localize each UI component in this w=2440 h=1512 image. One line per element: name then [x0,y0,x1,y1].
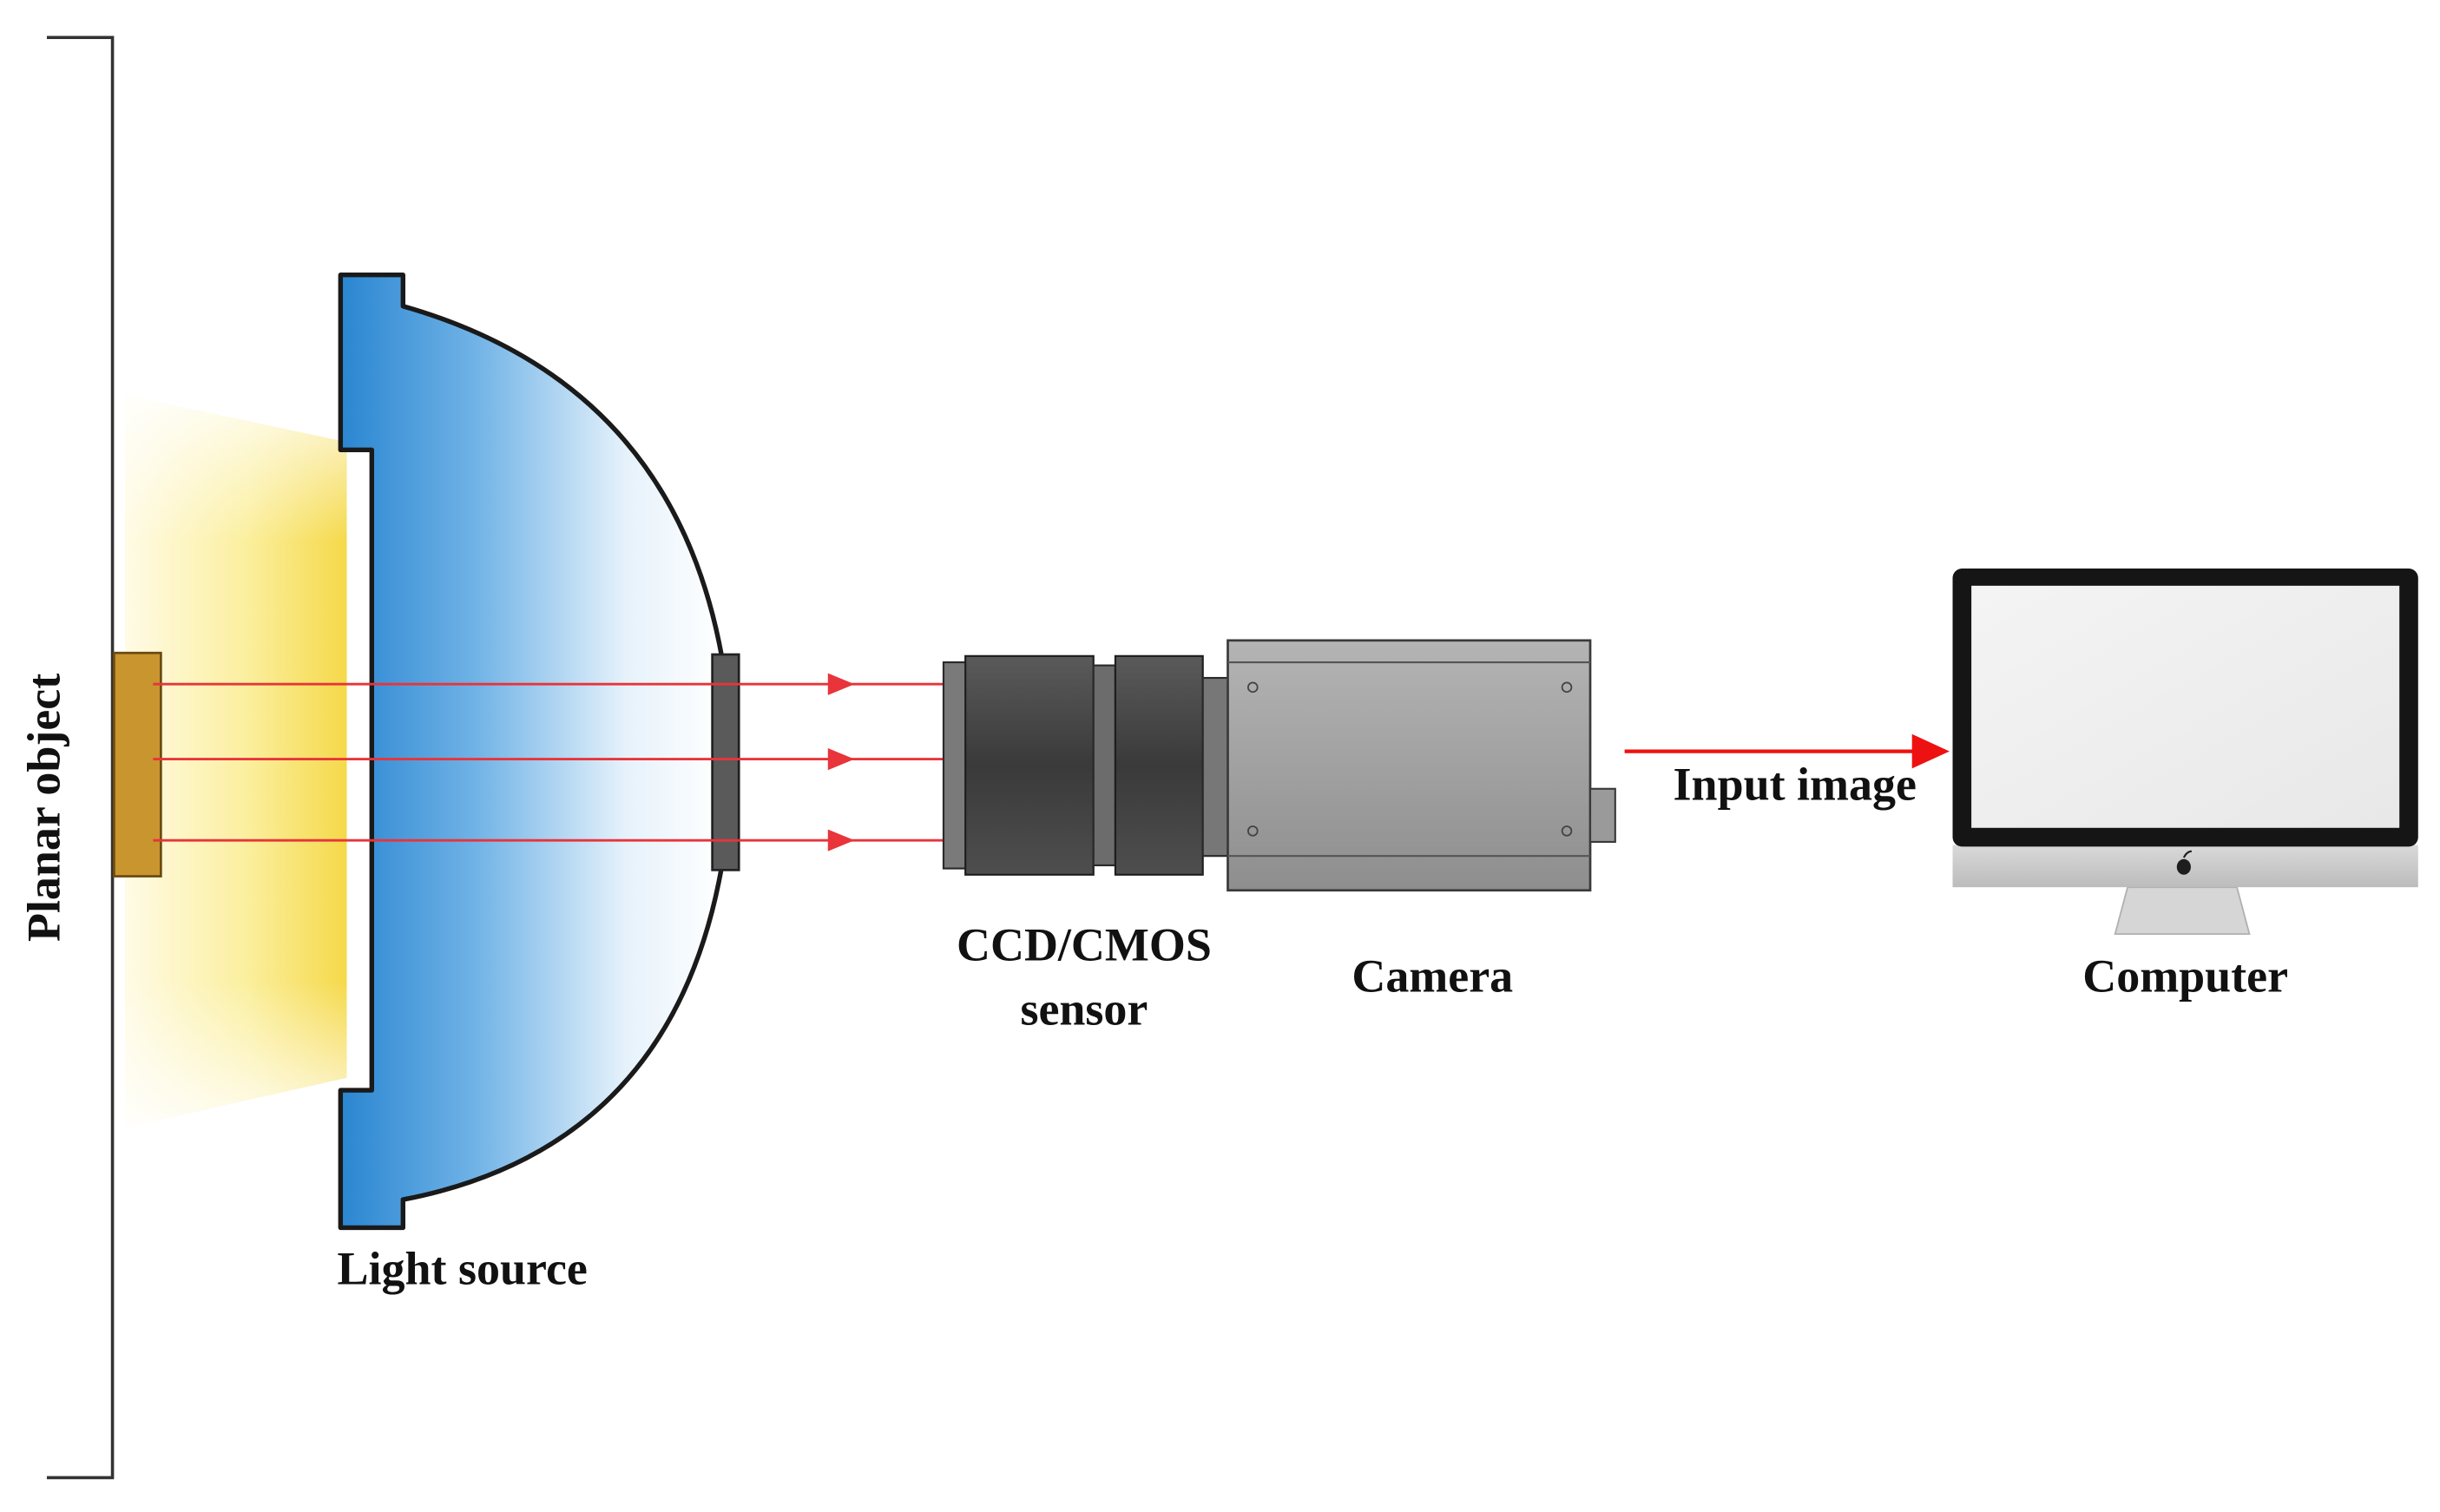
apple-logo-icon [2176,850,2192,875]
label-sensor-line2: sensor [1020,983,1148,1035]
label-computer: Computer [2082,950,2288,1003]
computer-monitor [1952,569,2418,936]
light-source-dome [338,273,740,1231]
input-image-arrow [1624,733,1950,769]
planar-object-sample [113,651,162,878]
label-input-image: Input image [1674,758,1917,810]
label-planar-object: Planar object [17,674,69,942]
ccd-cmos-sensor-lens [942,654,1233,876]
label-camera: Camera [1352,950,1513,1003]
light-glow [124,395,347,1128]
label-light-source: Light source [338,1242,588,1294]
planar-object-bracket [46,36,115,1480]
camera-body [1227,639,1616,892]
light-rays [153,673,944,851]
label-sensor-line1: CCD/CMOS [957,919,1212,971]
